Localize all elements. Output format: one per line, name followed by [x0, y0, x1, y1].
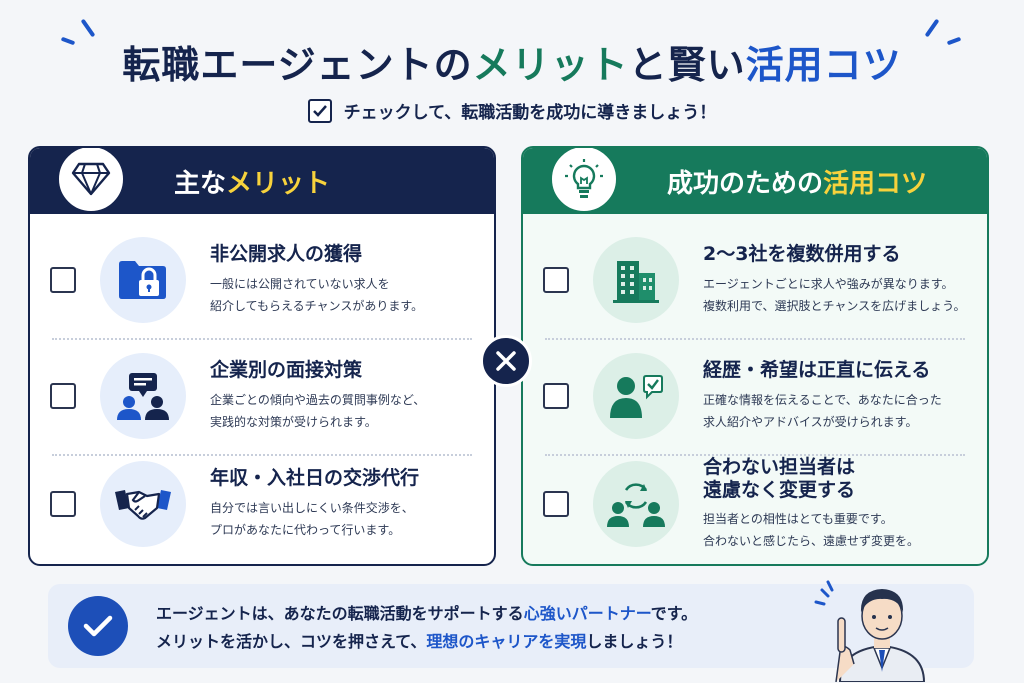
tip-checkbox[interactable] — [543, 491, 569, 517]
tip-title: 2〜3社を複数併用する — [703, 242, 901, 265]
merit-title: 年収・入社日の交渉代行 — [210, 466, 420, 489]
summary-line: しましょう！ — [586, 632, 683, 651]
merit-description: 紹介してもらえるチャンスがあります。 — [210, 298, 424, 313]
merit-description: 企業ごとの傾向や過去の質問事例など、 — [210, 393, 426, 408]
merit-description: プロがあなたに代わって行います。 — [210, 522, 401, 537]
interview-icon — [100, 353, 186, 439]
buildings-icon — [593, 237, 679, 323]
tip-description: 正確な情報を伝えることで、あなたに合った — [703, 393, 942, 408]
summary-highlight: 理想のキャリアを実現 — [426, 632, 587, 651]
summary-text: エージェントは、あなたの転職活動をサポートする心強いパートナーです。 メリットを… — [156, 600, 697, 656]
merit-title: 企業別の面接対策 — [210, 358, 363, 381]
tip-description: 求人紹介やアドバイスが受けられます。 — [703, 414, 918, 429]
tip-title-line2: 遠慮なく変更する — [703, 479, 856, 502]
subtitle: チェックして、転職活動を成功に導きましょう！ — [0, 98, 1024, 123]
tip-checkbox[interactable] — [543, 383, 569, 409]
heading-highlight: 活用コツ — [823, 168, 928, 199]
tip-title: 合わない担当者は — [703, 455, 856, 478]
times-icon — [480, 335, 532, 387]
tips-heading: 成功のための活用コツ — [667, 163, 927, 200]
checkbox-icon — [307, 98, 332, 123]
merit-item: 年収・入社日の交渉代行 自分では言い出しにくい条件交渉を、 プロがあなたに代わっ… — [30, 446, 494, 562]
divider — [52, 454, 472, 456]
handshake-icon — [100, 461, 186, 547]
merit-description: 一般には公開されていない求人を — [210, 277, 390, 292]
heading-highlight: メリット — [226, 168, 331, 199]
merits-panel: 主なメリット 非公開求人の獲得 一般には公開されていない求人を 紹介してもらえる… — [28, 146, 496, 566]
merit-title: 非公開求人の獲得 — [210, 242, 363, 265]
lock-folder-icon — [100, 237, 186, 323]
page-title: 転職エージェントのメリットと賢い活用コツ — [0, 34, 1024, 89]
tip-title: 経歴・希望は正直に伝える — [703, 358, 931, 381]
tip-checkbox[interactable] — [543, 267, 569, 293]
title-part: と賢い — [628, 43, 746, 87]
summary-line: エージェントは、あなたの転職活動をサポートする — [156, 604, 524, 623]
divider — [545, 454, 965, 456]
diamond-icon — [56, 148, 126, 214]
tips-panel-header: 成功のための活用コツ — [523, 148, 987, 214]
title-part: 転職エージェントの — [122, 43, 473, 87]
summary-line: メリットを活かし、コツを押さえて、 — [156, 632, 427, 651]
title-highlight-tips: 活用コツ — [745, 43, 902, 87]
heading-prefix: 成功のための — [667, 168, 824, 199]
heading-prefix: 主な — [174, 168, 227, 199]
summary-banner: エージェントは、あなたの転職活動をサポートする心強いパートナーです。 メリットを… — [48, 584, 974, 668]
merit-item: 企業別の面接対策 企業ごとの傾向や過去の質問事例など、 実践的な対策が受けられま… — [30, 338, 494, 454]
merit-item: 非公開求人の獲得 一般には公開されていない求人を 紹介してもらえるチャンスがあり… — [30, 222, 494, 338]
merit-checkbox[interactable] — [50, 491, 76, 517]
person-check-icon — [593, 353, 679, 439]
lightbulb-icon — [549, 148, 619, 214]
tip-description: 担当者との相性はとても重要です。 — [703, 512, 893, 527]
merit-description: 実践的な対策が受けられます。 — [210, 414, 377, 429]
title-highlight-merit: メリット — [472, 43, 629, 87]
businessman-illustration — [814, 580, 926, 682]
merit-description: 自分では言い出しにくい条件交渉を、 — [210, 501, 414, 516]
summary-highlight: 心強いパートナー — [523, 604, 651, 623]
tip-item: 合わない担当者は 遠慮なく変更する 担当者との相性はとても重要です。 合わないと… — [523, 446, 987, 562]
merit-checkbox[interactable] — [50, 383, 76, 409]
subtitle-text: チェックして、転職活動を成功に導きましょう！ — [343, 103, 717, 123]
divider — [52, 338, 472, 340]
tip-description: エージェントごとに求人や強みが異なります。 — [703, 277, 954, 292]
tips-panel: 成功のための活用コツ 2〜3社を複数併用する — [521, 146, 989, 566]
check-circle-icon — [68, 596, 128, 656]
summary-line: です。 — [650, 604, 698, 623]
merit-checkbox[interactable] — [50, 267, 76, 293]
swap-people-icon — [593, 461, 679, 547]
merits-panel-header: 主なメリット — [30, 148, 494, 214]
merits-heading: 主なメリット — [174, 163, 330, 200]
tip-description: 合わないと感じたら、遠慮せず変更を。 — [703, 533, 920, 548]
tip-item: 2〜3社を複数併用する エージェントごとに求人や強みが異なります。 複数利用で、… — [523, 222, 987, 338]
divider — [545, 338, 965, 340]
tip-item: 経歴・希望は正直に伝える 正確な情報を伝えることで、あなたに合った 求人紹介やア… — [523, 338, 987, 454]
tip-description: 複数利用で、選択肢とチャンスを広げましょう。 — [703, 298, 966, 313]
